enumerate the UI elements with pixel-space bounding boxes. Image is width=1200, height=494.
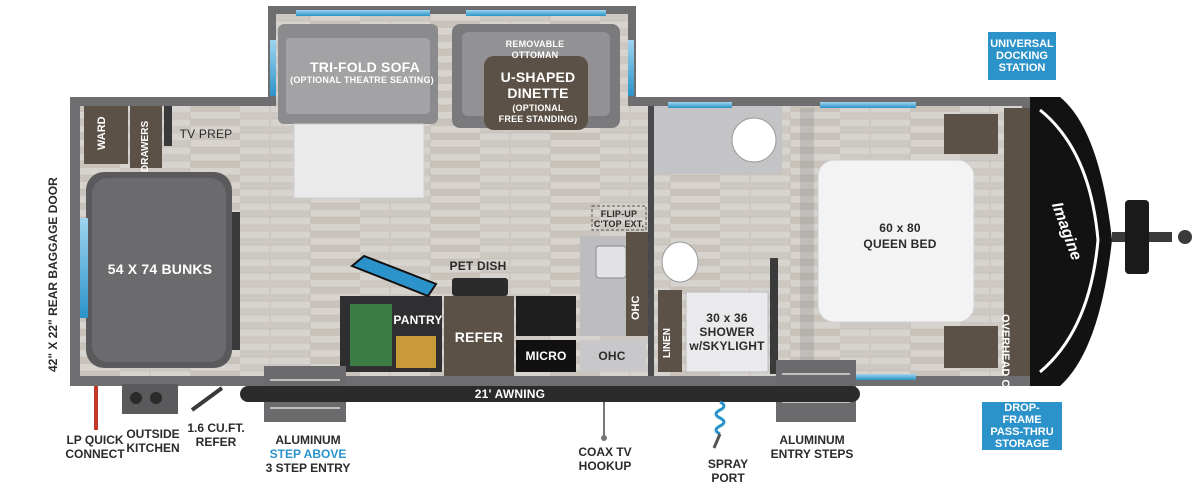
label-kitchen-2: KITCHEN	[126, 440, 180, 455]
label-dinette-2: DINETTE	[507, 85, 569, 101]
wardrobe	[84, 106, 128, 164]
label-dinette-3: (OPTIONAL	[512, 103, 564, 113]
label-queen-bed-2: QUEEN BED	[863, 237, 937, 251]
label-outside-kitchen: OUTSIDE KITCHEN	[118, 427, 188, 456]
microwave	[516, 340, 576, 372]
label-bunks: 54 X 74 BUNKS	[107, 261, 213, 277]
label-ohc-kitchen: OHC	[598, 349, 626, 363]
label-step-above-entry: ALUMINUM STEP ABOVE 3 STEP ENTRY	[256, 433, 360, 475]
outside-refer	[190, 386, 224, 412]
overhead-cabinets	[1004, 108, 1030, 376]
label-spray-2: PORT	[711, 470, 745, 485]
awning	[240, 386, 860, 402]
label-ward: WARD	[96, 116, 108, 150]
spray-hose	[714, 400, 726, 436]
callout-docking-3: STATION	[998, 62, 1046, 75]
label-removable-ottoman-1: REMOVABLE	[505, 39, 565, 49]
callout-drop-frame: DROP-FRAME PASS-THRU STORAGE	[982, 402, 1062, 450]
label-linen: LINEN	[662, 328, 673, 358]
label-coax-1: COAX TV	[578, 445, 632, 459]
label-entry-1: ALUMINUM	[779, 433, 845, 447]
label-trifold-sofa: TRI-FOLD SOFA	[310, 59, 420, 75]
label-aluminum-entry-steps: ALUMINUM ENTRY STEPS	[764, 433, 860, 462]
label-step-3: 3 STEP ENTRY	[265, 460, 351, 475]
label-refer: REFER	[454, 329, 504, 345]
label-rear-baggage-door: 42" X 22" REAR BAGGAGE DOOR	[46, 177, 60, 372]
label-removable-ottoman-2: OTTOMAN	[511, 50, 559, 60]
range	[516, 296, 576, 336]
label-flip-up-1: FLIP-UP	[600, 209, 638, 219]
label-ohc-vertical: OHC	[630, 295, 642, 320]
callout-docking-1: UNIVERSAL	[990, 37, 1054, 50]
label-step-2: STEP ABOVE	[269, 446, 347, 461]
callout-dropframe-2: PASS-THRU	[990, 426, 1054, 438]
label-pantry: PANTRY	[393, 313, 443, 327]
label-entry-2: ENTRY STEPS	[770, 446, 854, 461]
label-coax-tv-hookup: COAX TV HOOKUP	[570, 445, 640, 474]
label-micro: MICRO	[525, 349, 567, 363]
linen-cabinet	[658, 290, 682, 372]
label-queen-bed-1: 60 x 80	[879, 221, 921, 235]
label-coax-2: HOOKUP	[578, 458, 632, 473]
ohc-cabinet	[626, 232, 648, 336]
label-spray-1: SPRAY	[707, 457, 749, 471]
label-lp-quick-connect: LP QUICK CONNECT	[50, 433, 140, 462]
label-shower-2: SHOWER	[699, 325, 755, 339]
label-dinette-4: FREE STANDING)	[498, 114, 578, 124]
label-refer-2: REFER	[195, 434, 237, 449]
label-pet-dish: PET DISH	[449, 259, 507, 273]
refrigerator	[444, 296, 514, 376]
flip-up-ext	[591, 205, 647, 231]
tv	[350, 254, 438, 298]
callout-docking-2: DOCKING	[996, 49, 1048, 62]
label-shower-3: w/SKYLIGHT	[689, 339, 765, 353]
label-flip-up-2: C'TOP EXT.	[593, 219, 645, 229]
label-drawers: DRAWERS	[140, 120, 151, 172]
pet-dish	[452, 278, 508, 296]
front-cap	[1030, 97, 1112, 386]
shower	[685, 291, 769, 373]
label-shower-1: 30 x 36	[706, 311, 748, 325]
label-trifold-sofa-sub: (OPTIONAL THEATRE SEATING)	[290, 75, 434, 85]
label-tv-prep: TV PREP	[179, 127, 233, 141]
label-spray-port: SPRAY PORT	[698, 457, 758, 486]
label-outside-refer: 1.6 CU.FT. REFER	[180, 421, 252, 450]
label-lp-1: LP QUICK	[66, 433, 124, 447]
callout-dropframe-1: DROP-FRAME	[1002, 401, 1042, 426]
label-awning: 21' AWNING	[474, 387, 546, 401]
label-dinette-1: U-SHAPED	[500, 69, 576, 85]
label-lp-2: CONNECT	[65, 446, 125, 461]
label-refer-1: 1.6 CU.FT.	[187, 421, 245, 435]
callout-docking-station: UNIVERSAL DOCKING STATION	[988, 32, 1056, 80]
label-kitchen-1: OUTSIDE	[126, 427, 180, 441]
callout-dropframe-3: STORAGE	[994, 438, 1050, 451]
label-step-1: ALUMINUM	[275, 433, 341, 447]
